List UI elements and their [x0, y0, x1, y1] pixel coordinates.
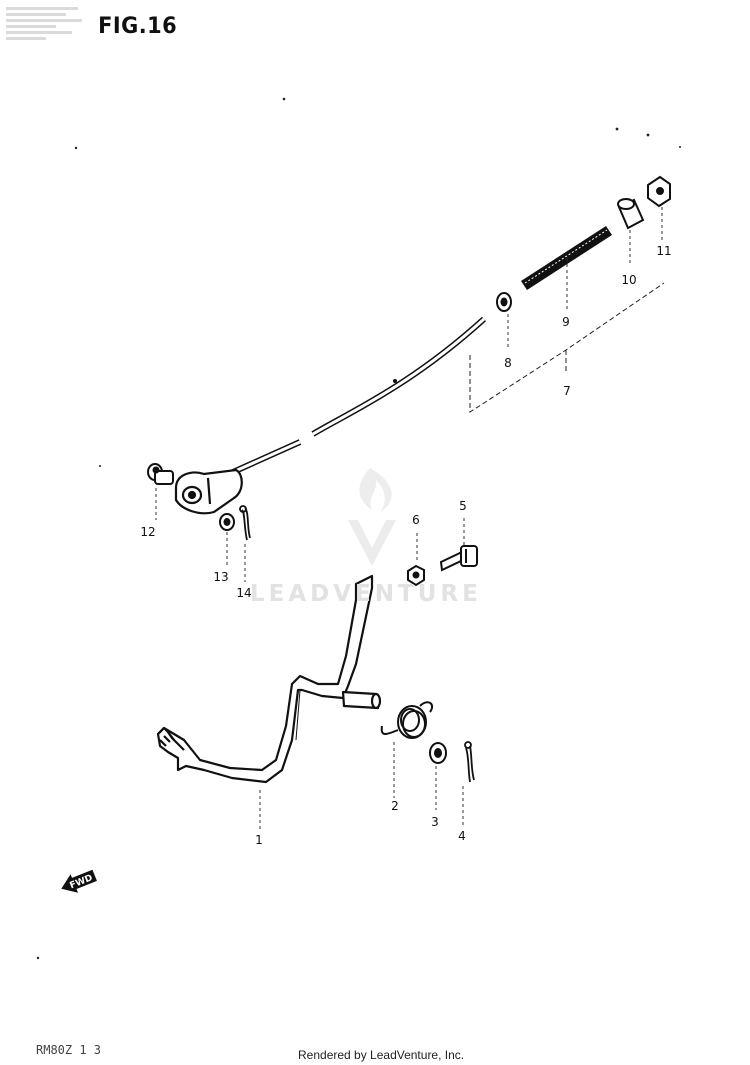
- callout-3: 3: [431, 815, 439, 829]
- callout-13: 13: [213, 570, 229, 584]
- callout-9: 9: [562, 315, 570, 329]
- callout-11: 11: [656, 244, 672, 258]
- callout-6: 6: [412, 513, 420, 527]
- callout-10: 10: [621, 273, 637, 287]
- footer-diagram-code: RM80Z 1 3: [36, 1043, 102, 1057]
- brake-pedal-1: [156, 574, 382, 784]
- brake-rod: [220, 316, 487, 480]
- callout-2: 2: [391, 799, 399, 813]
- bolt-5: [439, 545, 478, 572]
- callout-1: 1: [255, 833, 263, 847]
- watermark-text: LEADVENTURE: [250, 581, 482, 607]
- washer-13: [219, 513, 235, 531]
- rod-clevis: [174, 468, 243, 515]
- washer-3: [429, 742, 447, 764]
- collar-10: [617, 198, 645, 230]
- callout-5: 5: [459, 499, 467, 513]
- callout-8: 8: [504, 356, 512, 370]
- nut-6: [407, 564, 425, 587]
- nut-11: [647, 175, 671, 208]
- fwd-arrow-label: FWD: [69, 873, 95, 891]
- return-spring-2: [380, 701, 434, 739]
- watermark-logo: [348, 468, 396, 566]
- fwd-arrow: FWD: [61, 869, 97, 893]
- clevis-pin-12: [147, 463, 174, 485]
- washer-8: [496, 292, 512, 312]
- callout-4: 4: [458, 829, 466, 843]
- assembly-7-bracket: [469, 282, 665, 413]
- callout-14: 14: [236, 586, 252, 600]
- callout-12: 12: [140, 525, 156, 539]
- figure-title: FIG.16: [98, 14, 178, 39]
- leader-lines: [155, 207, 663, 830]
- cotter-pin-4: [464, 741, 475, 783]
- footer-credit: Rendered by LeadVenture, Inc.: [298, 1048, 465, 1062]
- callout-7: 7: [563, 384, 571, 398]
- header-scan-artifact: [6, 4, 86, 62]
- cotter-pin-14: [239, 505, 251, 541]
